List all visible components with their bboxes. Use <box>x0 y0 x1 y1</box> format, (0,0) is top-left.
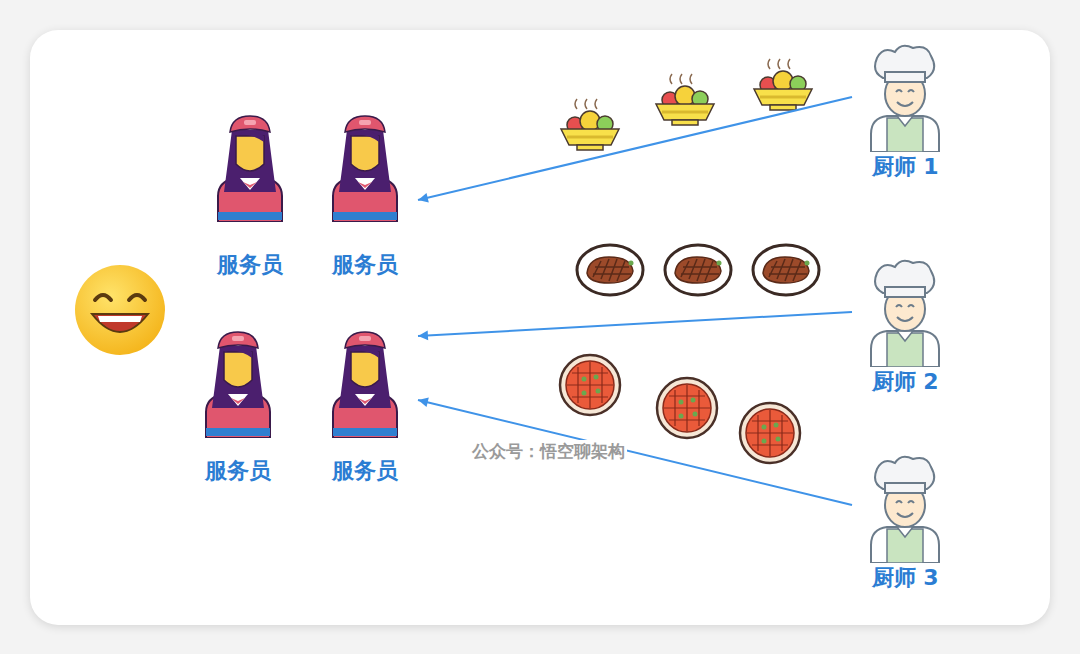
waiter-label: 服务员 <box>205 458 271 484</box>
waiter-icon <box>198 328 278 438</box>
waiter-icon <box>325 112 405 222</box>
smiley-face <box>75 265 165 355</box>
chef-figure: 厨师 1 <box>856 42 954 180</box>
chef-icon <box>865 453 945 563</box>
chef-label: 厨师 1 <box>872 154 939 180</box>
waiter-figure: 服务员 <box>201 112 299 278</box>
waiter-figure: 服务员 <box>189 328 287 484</box>
waiter-icon <box>325 328 405 438</box>
chef-icon <box>865 257 945 367</box>
chef-label: 厨师 3 <box>872 565 939 591</box>
waiter-label: 服务员 <box>217 252 283 278</box>
waiter-figure: 服务员 <box>316 328 414 484</box>
watermark: 公众号：悟空聊架构 <box>470 440 627 463</box>
waiter-label: 服务员 <box>332 458 398 484</box>
waiter-figure: 服务员 <box>316 112 414 278</box>
arrow-connector <box>418 97 852 200</box>
chef-icon <box>865 42 945 152</box>
chef-label: 厨师 2 <box>872 369 939 395</box>
dishes <box>560 59 819 463</box>
chef-figure: 厨师 3 <box>856 453 954 591</box>
waiter-icon <box>210 112 290 222</box>
chef-figure: 厨师 2 <box>856 257 954 395</box>
arrow-connector <box>418 400 852 505</box>
arrow-connector <box>418 312 852 336</box>
waiter-label: 服务员 <box>332 252 398 278</box>
